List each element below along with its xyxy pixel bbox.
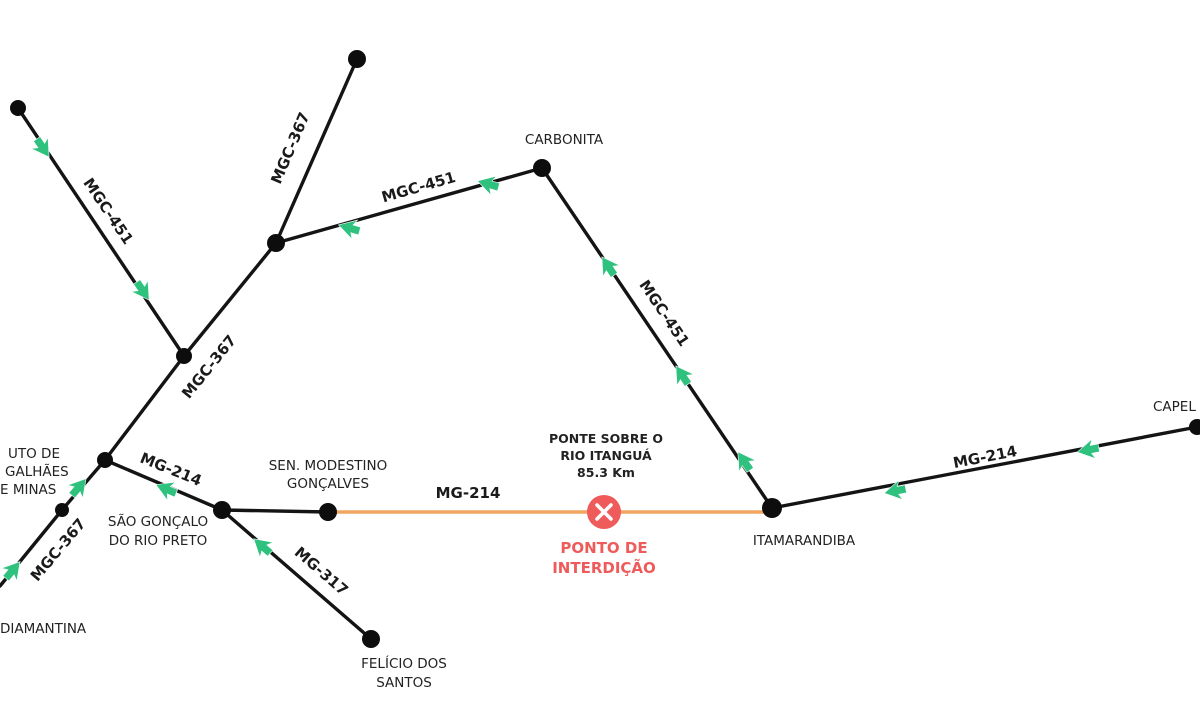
city-labels: CARBONITA CAPEL ITAMARANDIBA SEN. MODEST… <box>0 132 1196 691</box>
closure-label-line2: INTERDIÇÃO <box>552 558 656 577</box>
road-mgc367-north <box>274 57 359 245</box>
arrow-icon <box>476 175 501 197</box>
city-label-capelinha: CAPEL <box>1153 399 1196 415</box>
closure-label-line1: PONTO DE <box>560 539 647 557</box>
arrow-icon <box>130 279 150 301</box>
road-label-mgc451-carbonita: MGC-451 <box>380 168 458 206</box>
city-label-couto-1: UTO DE <box>8 446 60 462</box>
road-mg317 <box>220 508 373 641</box>
x-circle-icon <box>587 495 621 529</box>
arrow-icon <box>0 561 21 583</box>
road-mgc367-lower <box>103 354 186 462</box>
node-junction-south <box>55 503 69 517</box>
node-sao-goncalo <box>213 501 231 519</box>
closure-annotation: PONTO DE INTERDIÇÃO <box>552 539 656 577</box>
arrow-icon <box>30 136 50 158</box>
bridge-annotation: PONTE SOBRE O RIO ITANGUÁ 85.3 Km <box>549 431 663 480</box>
road-mgc367-mid <box>182 241 278 358</box>
city-label-couto-2: GALHÃES <box>5 463 69 480</box>
node-felicio <box>362 630 380 648</box>
city-label-couto-3: E MINAS <box>0 482 56 498</box>
bridge-label-line2: RIO ITANGUÁ <box>560 448 652 463</box>
node-junction-mid <box>176 348 192 364</box>
city-label-sen-modestino-2: GONÇALVES <box>287 476 369 492</box>
city-label-carbonita: CARBONITA <box>525 132 604 148</box>
arrow-icon <box>601 256 621 278</box>
arrow-icon <box>155 481 179 502</box>
city-label-felicio-2: SANTOS <box>376 675 432 691</box>
node-mgc451-north-end <box>10 100 26 116</box>
road-label-mg317: MG-317 <box>291 543 352 599</box>
arrow-icon <box>66 478 87 500</box>
city-label-sao-goncalo-2: DO RIO PRETO <box>109 533 208 549</box>
node-junction-north <box>267 234 285 252</box>
city-label-itamarandiba: ITAMARANDIBA <box>753 533 856 549</box>
road-mgc451-east <box>540 166 774 510</box>
road-label-mg214-closed: MG-214 <box>436 484 501 502</box>
city-label-diamantina: DIAMANTINA <box>0 621 87 637</box>
arrow-icon <box>675 365 695 387</box>
bridge-distance: 85.3 Km <box>577 465 635 480</box>
nodes <box>10 50 1200 648</box>
node-itamarandiba <box>762 498 782 518</box>
road-label-mgc451-east: MGC-451 <box>635 277 693 350</box>
road-mgc451-carbonita <box>274 166 544 245</box>
arrow-icon <box>883 479 907 501</box>
road-mg214-east <box>770 425 1199 510</box>
road-network <box>0 57 1199 641</box>
arrow-icon <box>737 451 757 473</box>
city-label-felicio-1: FELÍCIO DOS <box>361 655 447 672</box>
direction-arrows <box>0 136 1100 583</box>
node-mgc367-north-end <box>348 50 366 68</box>
city-label-sen-modestino-1: SEN. MODESTINO <box>269 458 388 474</box>
node-carbonita <box>533 159 551 177</box>
bridge-label-line1: PONTE SOBRE O <box>549 431 663 446</box>
road-label-mgc367-mid: MGC-367 <box>178 332 240 403</box>
arrow-icon <box>1076 438 1100 460</box>
arrow-icon <box>337 219 362 241</box>
road-label-mgc367-south: MGC-367 <box>27 515 90 585</box>
node-capelinha <box>1189 419 1200 435</box>
road-mg214-sen <box>220 508 330 514</box>
node-sen-modestino <box>319 503 337 521</box>
node-couto-magalhaes <box>97 452 113 468</box>
city-label-sao-goncalo-1: SÃO GONÇALO <box>108 513 208 530</box>
arrow-icon <box>253 538 275 559</box>
